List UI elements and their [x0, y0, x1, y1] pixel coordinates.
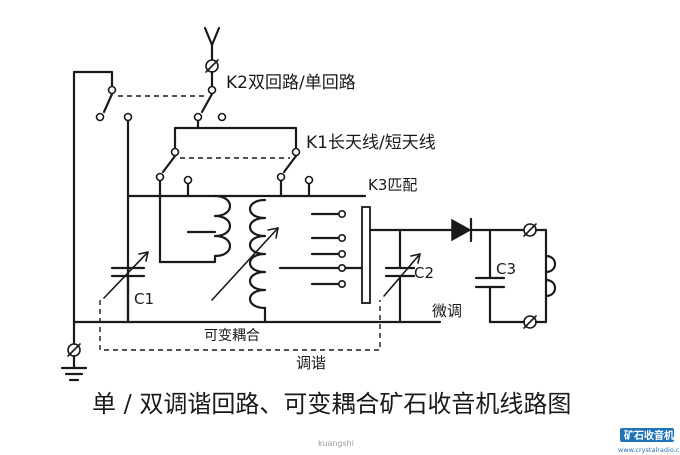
watermark: kuangshi [318, 439, 354, 448]
diode [398, 217, 526, 243]
k3-label: K3匹配 [368, 176, 417, 194]
headphone-icon [544, 254, 557, 298]
c1-label: C1 [134, 290, 154, 308]
c3-label: C3 [496, 260, 516, 278]
antenna-symbol [203, 26, 221, 73]
k1-label: K1长天线/短天线 [306, 133, 436, 153]
switch-k3-taps [278, 206, 371, 304]
c2-label: C2 [414, 264, 434, 282]
tuning-label: 调谐 [296, 354, 326, 372]
capacitor-c3 [474, 228, 506, 324]
ground-symbol [60, 320, 88, 382]
variable-coupling-label: 可变耦合 [204, 328, 260, 344]
earphone-terminals [488, 223, 548, 329]
fine-tune-label: 微调 [432, 302, 462, 320]
switch-k1 [155, 119, 314, 185]
primary-coil [158, 179, 232, 264]
diagram-caption: 单 / 双调谐回路、可变耦合矿石收音机线路图 [92, 390, 571, 418]
tuning-gang-line [99, 300, 381, 351]
logo-name: 矿石收音机 [624, 429, 674, 442]
k2-label: K2双回路/单回路 [226, 73, 356, 93]
secondary-coil [211, 179, 311, 324]
logo-url: www.crystalradio.cn [618, 446, 680, 454]
site-logo: 矿石收音机 www.crystalradio.cn [618, 428, 680, 454]
